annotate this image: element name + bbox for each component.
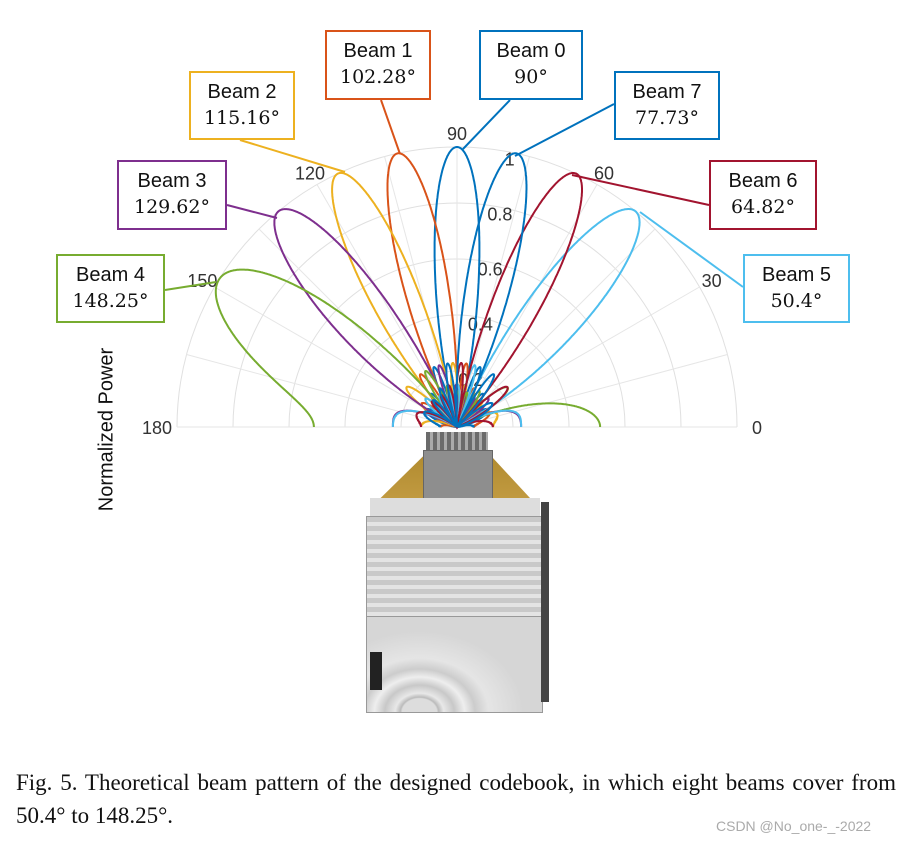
beam-name: Beam 5 <box>762 264 831 286</box>
leader-line-7 <box>514 103 615 157</box>
beam-label-box-1: Beam 1 102.28° <box>325 30 431 100</box>
leader-line-0 <box>462 99 511 150</box>
beam-label-box-6: Beam 6 64.82° <box>709 160 817 230</box>
leader-lines <box>164 99 744 291</box>
theta-tick-label: 150 <box>187 271 217 291</box>
grid-spoke <box>456 156 530 428</box>
theta-tick-label: 90 <box>447 124 467 144</box>
r-tick-label: 0.8 <box>487 204 512 224</box>
leader-line-6 <box>571 174 710 206</box>
beam-label-box-4: Beam 4 148.25° <box>56 254 165 323</box>
leader-line-3 <box>226 204 278 219</box>
beam-name: Beam 4 <box>76 264 145 286</box>
beam-name: Beam 6 <box>728 170 798 192</box>
beam-angle: 115.16° <box>204 107 280 129</box>
beam-curve-4 <box>214 268 602 428</box>
beam-angle: 102.28° <box>340 66 416 88</box>
beam-name: Beam 2 <box>207 81 277 103</box>
beam-curves <box>214 146 641 430</box>
beam-label-box-7: Beam 7 77.73° <box>614 71 720 140</box>
beam-angle: 90° <box>514 66 548 88</box>
beam-label-box-5: Beam 5 50.4° <box>743 254 850 323</box>
beam-angle: 129.62° <box>134 196 210 218</box>
grid-spoke <box>214 286 458 428</box>
beam-name: Beam 1 <box>343 40 413 62</box>
leader-line-2 <box>239 139 346 173</box>
r-tick-label: 1 <box>505 149 515 169</box>
theta-tick-label: 120 <box>295 163 325 183</box>
beam-label-box-3: Beam 3 129.62° <box>117 160 227 230</box>
beam-name: Beam 7 <box>632 81 702 103</box>
theta-tick-label: 60 <box>594 163 614 183</box>
leader-line-5 <box>639 211 744 288</box>
theta-tick-label: 0 <box>752 418 762 438</box>
beam-label-box-2: Beam 2 115.16° <box>189 71 295 140</box>
grid-spoke <box>456 228 656 428</box>
beam-label-box-0: Beam 0 90° <box>479 30 583 100</box>
leader-line-4 <box>164 281 217 291</box>
r-tick-label: 0.6 <box>478 260 503 280</box>
grid-spoke <box>384 156 458 428</box>
grid-spoke <box>456 286 700 428</box>
leader-line-1 <box>380 99 401 155</box>
watermark: CSDN @No_one-_-2022 <box>716 818 872 834</box>
beam-angle: 148.25° <box>72 290 149 312</box>
antenna-array-photo <box>366 432 549 717</box>
beam-angle: 64.82° <box>731 196 795 218</box>
beam-angle: 77.73° <box>635 107 699 129</box>
beam-name: Beam 3 <box>137 170 207 192</box>
theta-tick-label: 180 <box>142 418 172 438</box>
beam-angle: 50.4° <box>770 290 823 312</box>
theta-tick-label: 30 <box>702 271 722 291</box>
beam-curve-0 <box>424 146 490 428</box>
grid-spoke <box>186 354 458 428</box>
beam-curve-7 <box>423 152 528 428</box>
grid-spoke <box>258 228 458 428</box>
figure-caption: Fig. 5. Theoretical beam pattern of the … <box>16 770 896 828</box>
beam-name: Beam 0 <box>496 40 566 62</box>
grid-spoke <box>456 354 728 428</box>
y-axis-label: Normalized Power <box>95 347 118 512</box>
